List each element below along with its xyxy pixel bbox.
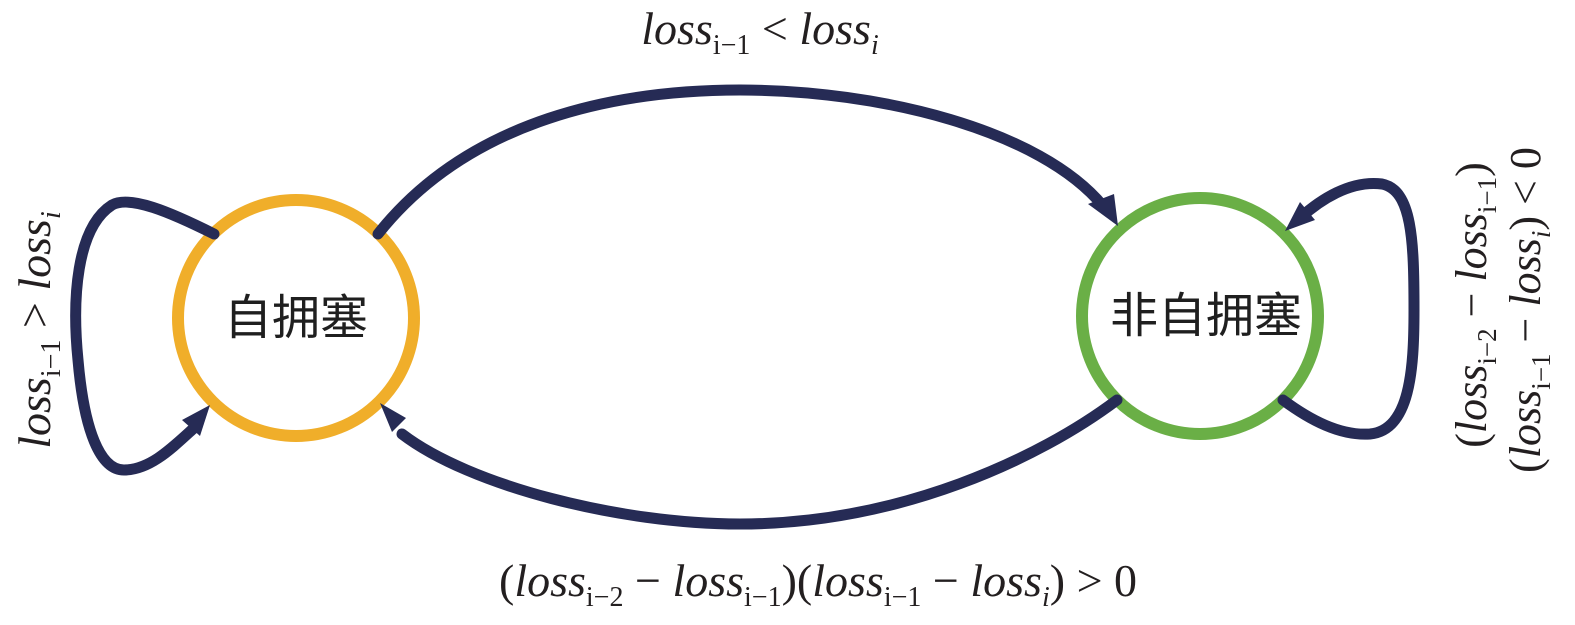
edge-congested-to-non-congested (372, 84, 1109, 240)
arrowhead-bottom-arc (380, 403, 406, 432)
edge-non-congested-to-congested (396, 394, 1123, 530)
non-congested-state-circle (1076, 192, 1324, 440)
congested-state-circle (172, 194, 420, 442)
label-congested-self-loop: lossi−1 > lossi (9, 211, 67, 449)
arrowhead-congested-self-loop (182, 405, 210, 436)
arrowhead-non-congested-self-loop (1285, 202, 1315, 231)
congested-state-label: 自拥塞 (224, 290, 368, 346)
label-non-congested-to-congested: (lossi−2 − lossi−1)(lossi−1 − lossi) > 0 (499, 555, 1137, 613)
arrowhead-top-arc (1088, 194, 1118, 226)
edge-non-congested-self-loop (1277, 178, 1420, 440)
edge-congested-self-loop (70, 196, 220, 476)
non-congested-state-label: 非自拥塞 (1110, 288, 1302, 344)
label-congested-to-non-congested: lossi−1 < lossi (641, 3, 879, 61)
label-non-congested-self-loop-line2: (lossi−1 − lossi) < 0 (1501, 147, 1556, 473)
label-non-congested-self-loop-line1: (lossi−2 − lossi−1) (1447, 162, 1502, 448)
